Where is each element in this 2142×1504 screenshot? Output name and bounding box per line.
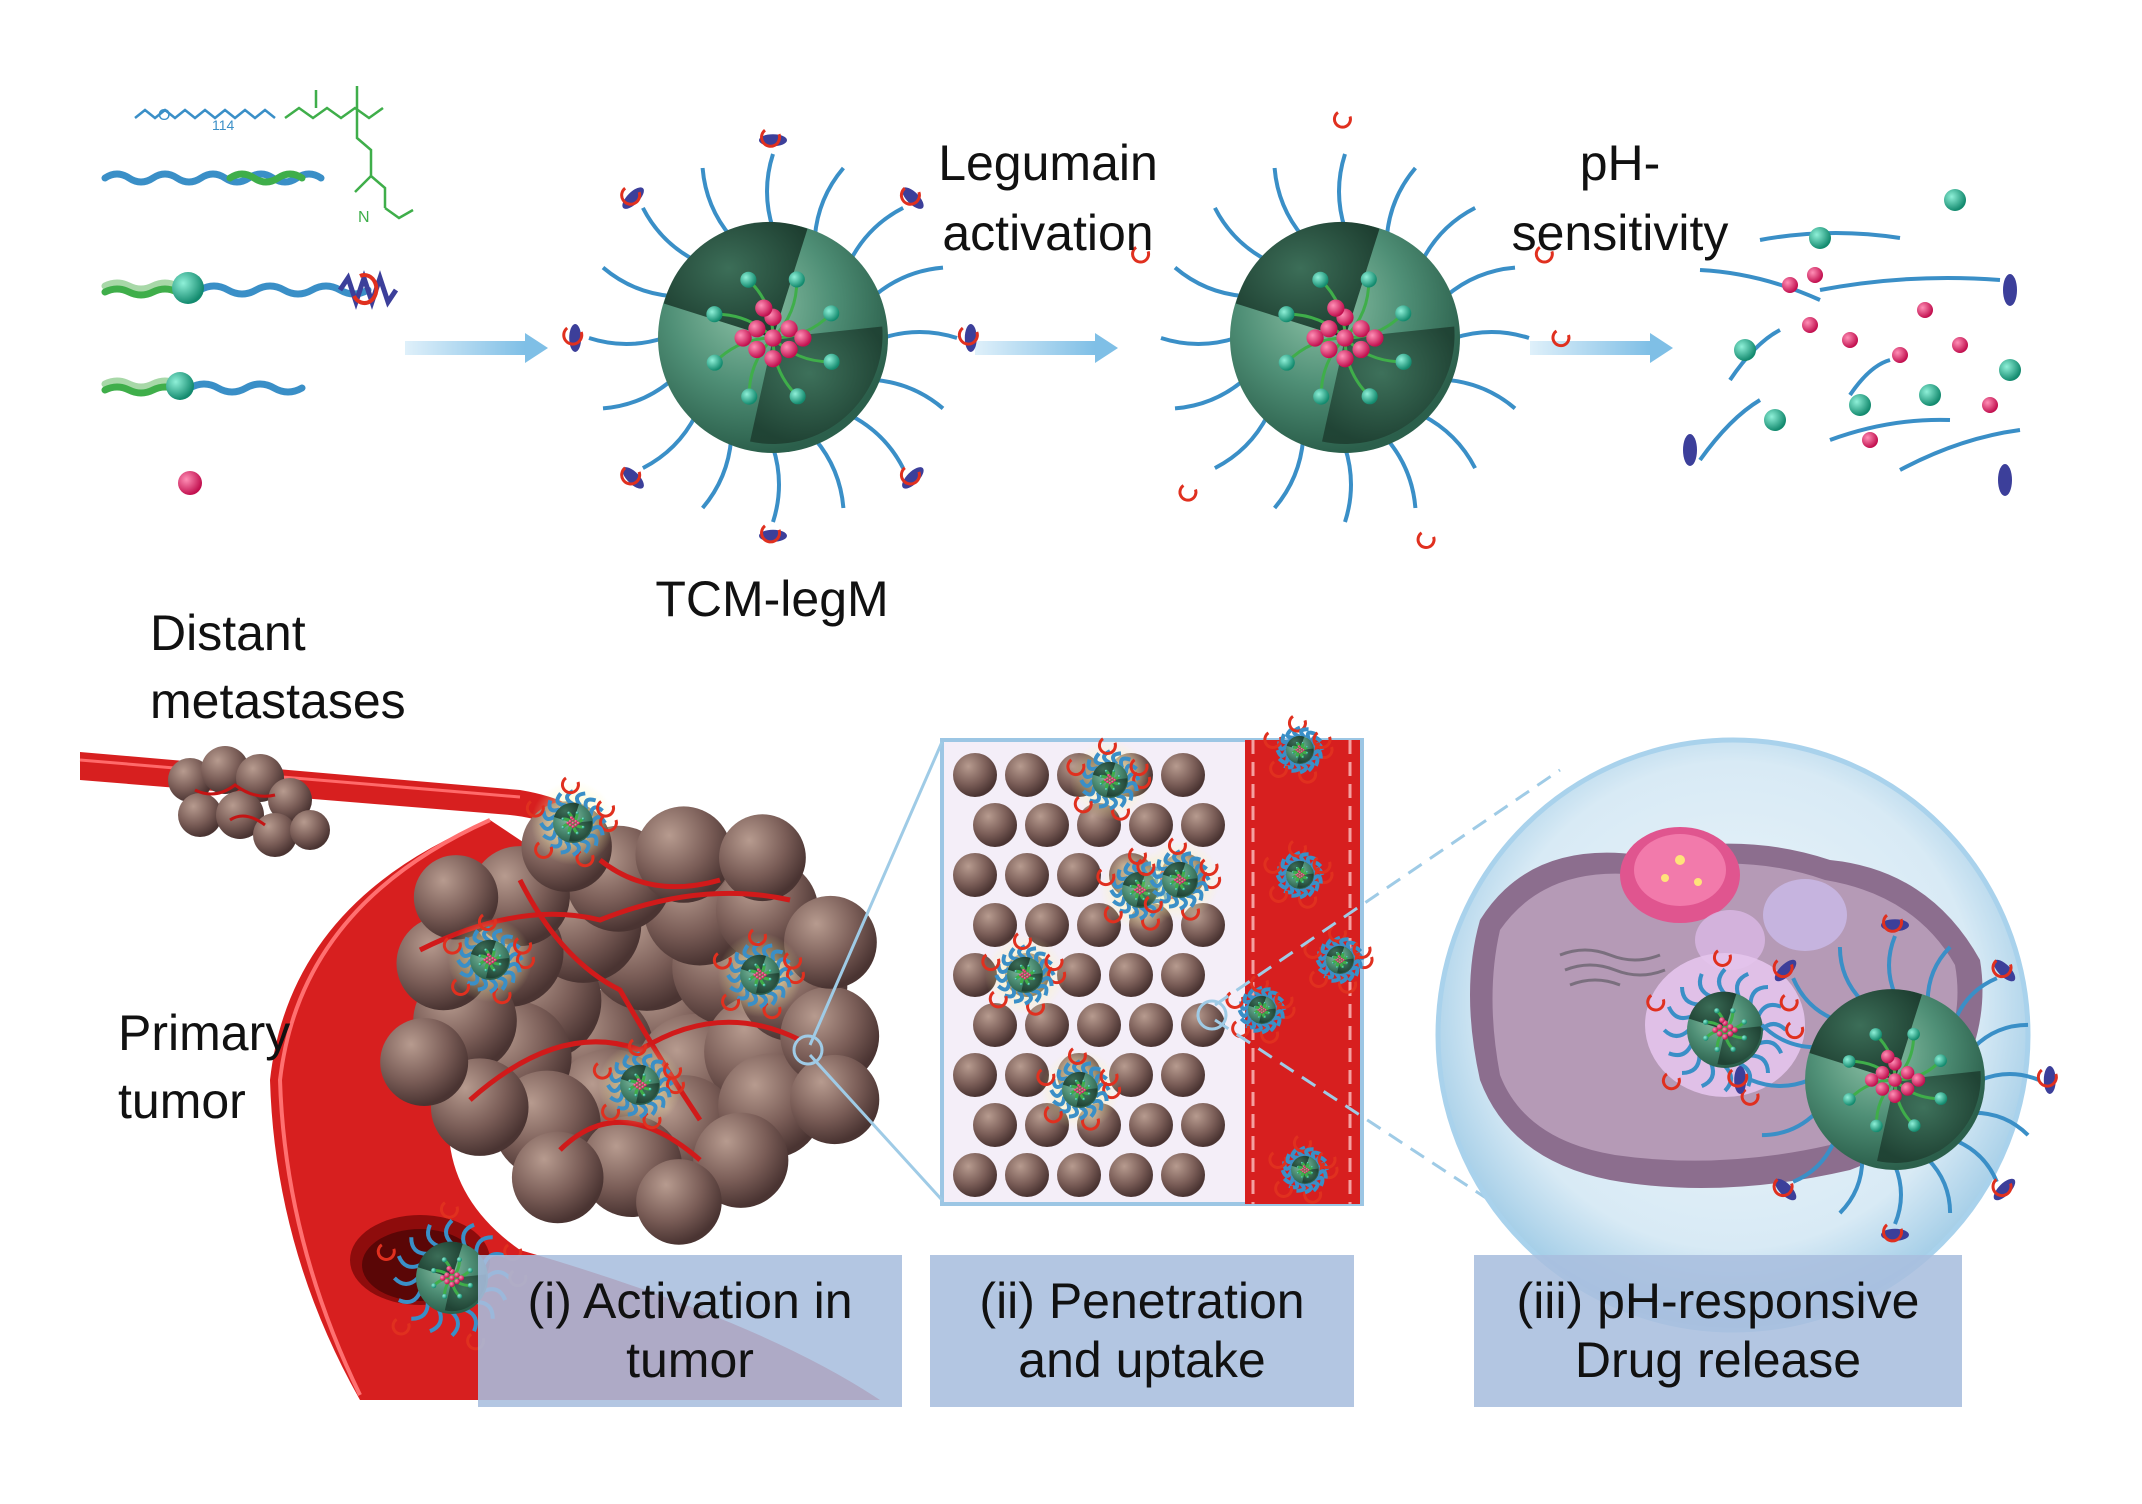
legend-bead-icon-2 xyxy=(166,372,194,400)
step1-line1: (i) Activation in xyxy=(527,1273,853,1329)
micelle-icon xyxy=(562,129,979,544)
primary-tumor xyxy=(380,776,880,1245)
step3-caption: (iii) pH-responsive Drug release xyxy=(1474,1255,1962,1407)
step3-line1: (iii) pH-responsive xyxy=(1516,1273,1920,1329)
step2-caption: (ii) Penetration and uptake xyxy=(930,1255,1354,1407)
svg-text:O: O xyxy=(158,107,170,124)
step3-line2: Drug release xyxy=(1574,1332,1862,1388)
primary-label-line2: tumor xyxy=(118,1073,246,1129)
penetration-panel xyxy=(940,715,1374,1206)
formula-subscript: 114 xyxy=(212,117,235,133)
peptide-icon xyxy=(337,270,399,310)
legend-chains xyxy=(101,170,372,397)
step2-line2: and uptake xyxy=(1018,1332,1266,1388)
ph-label-line1: pH- xyxy=(1579,135,1661,191)
ph-label-line2: sensitivity xyxy=(1511,205,1729,261)
metastasis-cluster xyxy=(168,746,330,857)
zoom-origin-2 xyxy=(1196,999,1228,1031)
legumain-label-line2: activation xyxy=(942,205,1154,261)
arrow-2 xyxy=(975,333,1118,363)
zoom-lines xyxy=(808,741,1561,1242)
blood-vessel-icon xyxy=(79,752,600,850)
legumain-label-line1: Legumain xyxy=(938,135,1158,191)
disassembled-polymers xyxy=(1683,189,2021,496)
svg-text:N: N xyxy=(358,209,370,226)
distant-label-line2: metastases xyxy=(150,673,406,729)
step2-line1: (ii) Penetration xyxy=(979,1273,1305,1329)
zoom-origin-1 xyxy=(792,1034,824,1066)
micelle-label: TCM-legM xyxy=(655,571,889,627)
activated-micelle-icon xyxy=(1131,111,1571,550)
circulating-micelle xyxy=(376,1201,528,1351)
drug-molecule-icon xyxy=(178,471,202,495)
polymer-structure: O 114 N xyxy=(134,86,414,226)
distant-label-line1: Distant xyxy=(150,605,306,661)
primary-label-line1: Primary xyxy=(118,1005,291,1061)
internalized-micelles xyxy=(1646,914,2058,1243)
legend-bead-icon xyxy=(172,272,204,304)
step1-caption: (i) Activation in tumor xyxy=(478,1255,902,1407)
step1-line2: tumor xyxy=(626,1332,754,1388)
arrow-1 xyxy=(405,333,548,363)
